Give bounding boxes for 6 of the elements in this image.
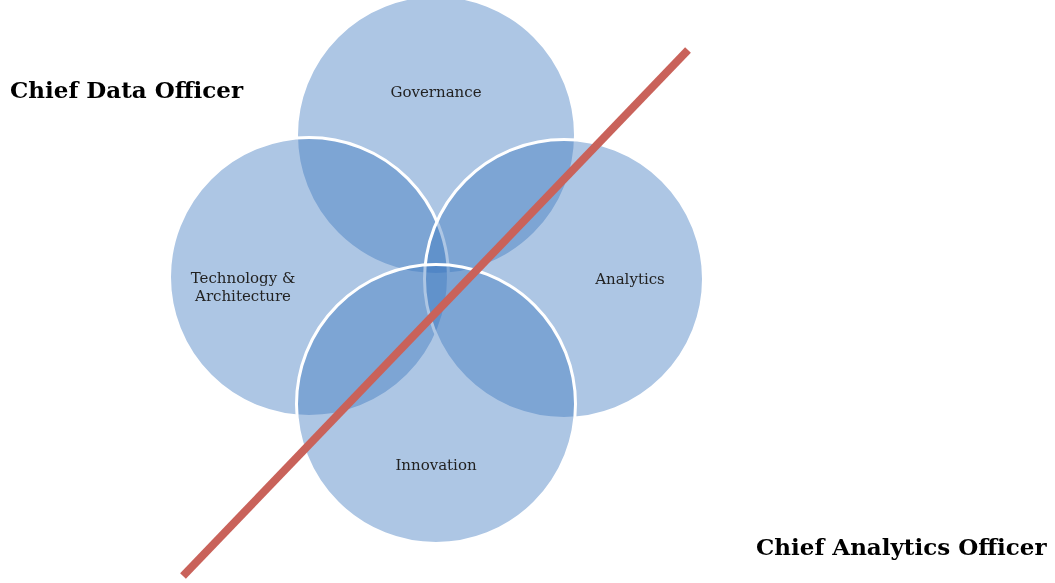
circle-label: Analytics	[594, 270, 666, 288]
circle-label: Innovation	[394, 456, 478, 474]
role-heading: Chief Data Officer	[10, 76, 244, 103]
circle-label: Technology & Architecture	[189, 269, 297, 305]
circle-label: Governance	[389, 83, 483, 101]
role-heading: Chief Analytics Officer	[756, 533, 1047, 560]
